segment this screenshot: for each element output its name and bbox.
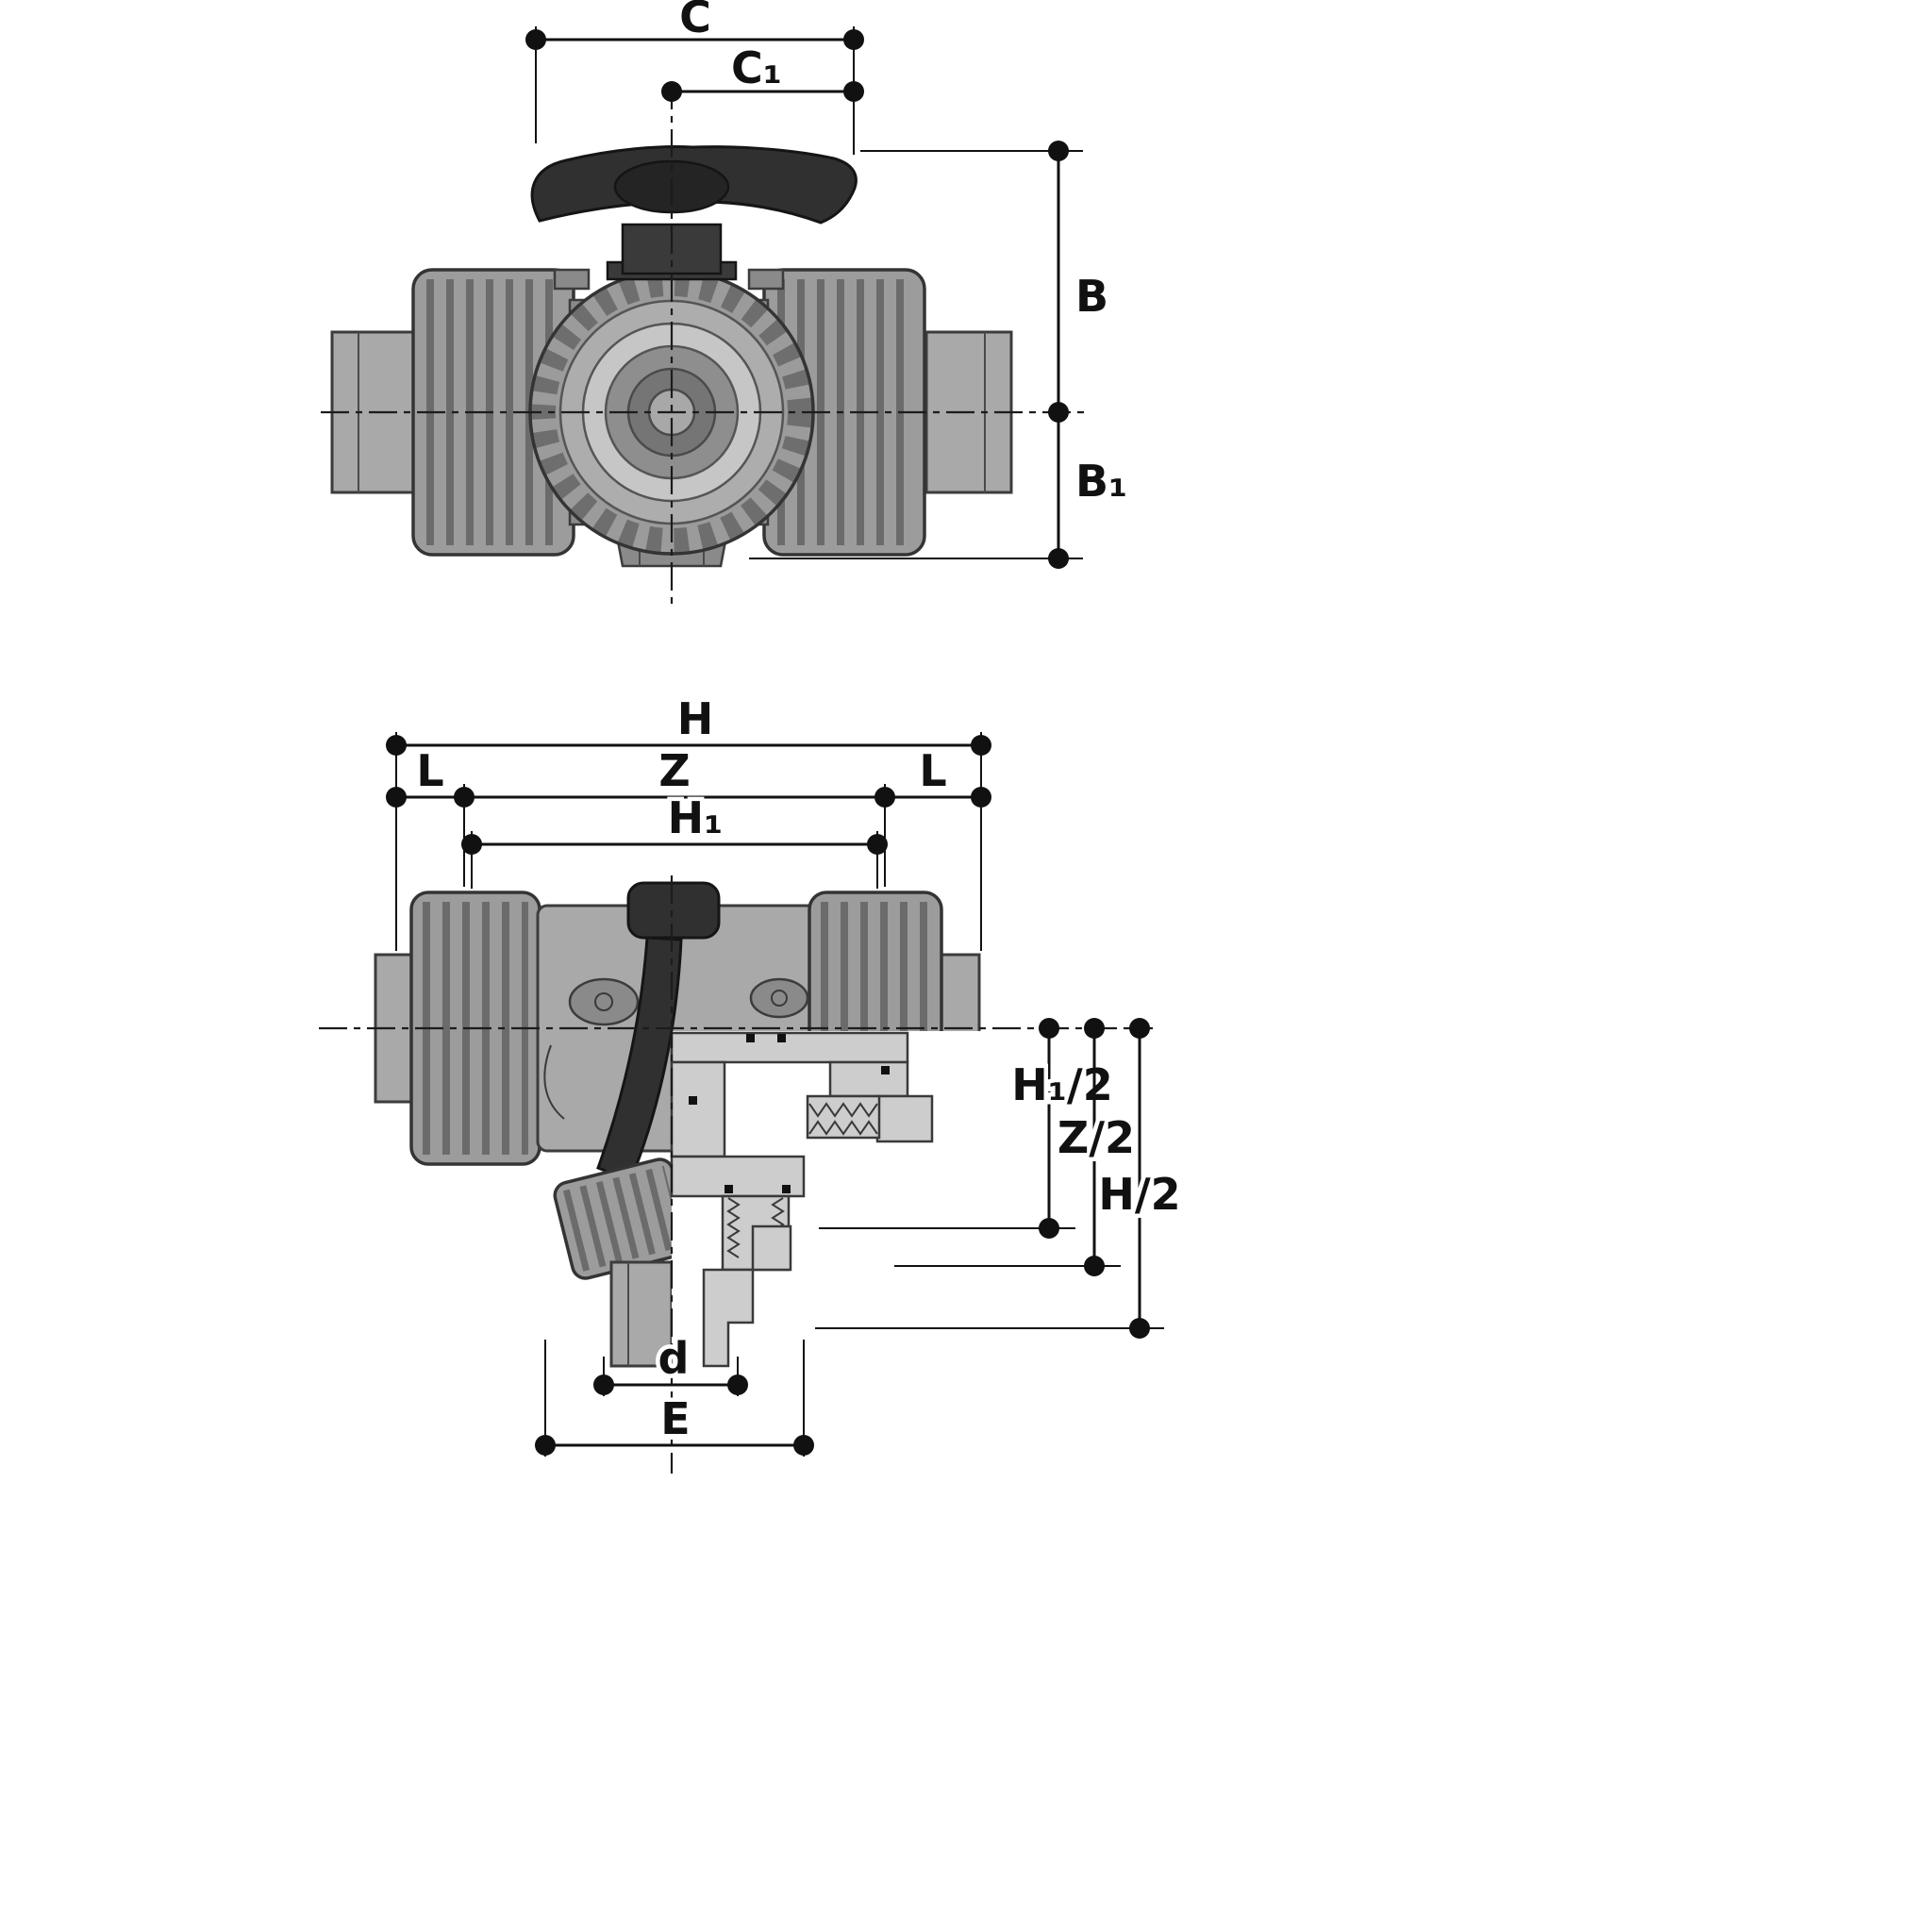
- seal-5: [724, 1185, 733, 1193]
- dim-E: E: [535, 1340, 814, 1457]
- dim-Z-half: Z/2: [894, 1018, 1140, 1276]
- body-tab-left: [553, 268, 591, 291]
- dim-C: C: [525, 0, 864, 155]
- dim-label-d: d: [658, 1333, 690, 1384]
- section-top-wall: [670, 1031, 909, 1064]
- dim-label-l-right: L: [919, 745, 946, 796]
- section-carrier: [670, 1060, 726, 1158]
- dim-H1: H₁: [461, 789, 888, 889]
- dim-label-c: C: [679, 0, 711, 42]
- dim-H-half: H/2: [815, 1018, 1185, 1339]
- body-boss-right: [749, 977, 809, 1019]
- dim-B1: B₁: [749, 412, 1132, 569]
- seal-2: [777, 1034, 786, 1042]
- section-thread-block: [806, 1094, 881, 1140]
- dim-label-c1: C₁: [731, 42, 782, 93]
- dim-label-l-left: L: [416, 745, 443, 796]
- section-end-cap: [875, 1094, 934, 1143]
- cross-section: [670, 1031, 934, 1368]
- section-port-wall: [702, 1268, 755, 1368]
- dim-H: H: [386, 690, 991, 951]
- dim-label-z: Z: [658, 745, 690, 796]
- dim-label-h1-half: H₁/2: [1011, 1059, 1112, 1110]
- seal-6: [782, 1185, 791, 1193]
- stem-thread-left: [726, 1197, 741, 1258]
- body-tab-right: [747, 268, 785, 291]
- dim-label-z-half: Z/2: [1058, 1112, 1135, 1163]
- dim-H1-half: H₁/2: [819, 1018, 1117, 1239]
- body-detail-curve: [543, 1044, 565, 1120]
- seal-1: [746, 1034, 755, 1042]
- seal-3: [881, 1066, 890, 1074]
- dim-label-h1: H₁: [668, 792, 724, 843]
- section-connector: [828, 1060, 909, 1098]
- dim-L-Z-L: L Z L: [386, 741, 991, 887]
- side-handle-grip: [626, 881, 721, 940]
- dim-label-h-half: H/2: [1098, 1169, 1180, 1220]
- section-shelf: [670, 1155, 806, 1198]
- dim-label-b: B: [1075, 271, 1108, 322]
- seal-4: [689, 1096, 697, 1105]
- dim-label-h: H: [677, 693, 714, 744]
- section-step-block: [751, 1224, 792, 1272]
- body-boss-left: [568, 977, 640, 1026]
- thread-zigzag-top: [808, 1102, 878, 1118]
- dim-d: d: [593, 1329, 748, 1396]
- dim-label-e: E: [660, 1393, 690, 1444]
- dim-C1: C₁: [661, 39, 864, 102]
- front-view: C C₁ B B₁: [321, 0, 1132, 604]
- thread-zigzag-bottom: [808, 1120, 878, 1136]
- bottom-port-nut: [553, 1158, 692, 1280]
- side-section-view: H L Z L H₁ H₁/2: [319, 690, 1185, 1474]
- handle: [530, 145, 858, 281]
- bottom-port-tube: [609, 1260, 674, 1368]
- dim-B: B: [860, 141, 1113, 423]
- dim-label-b1: B₁: [1075, 456, 1127, 507]
